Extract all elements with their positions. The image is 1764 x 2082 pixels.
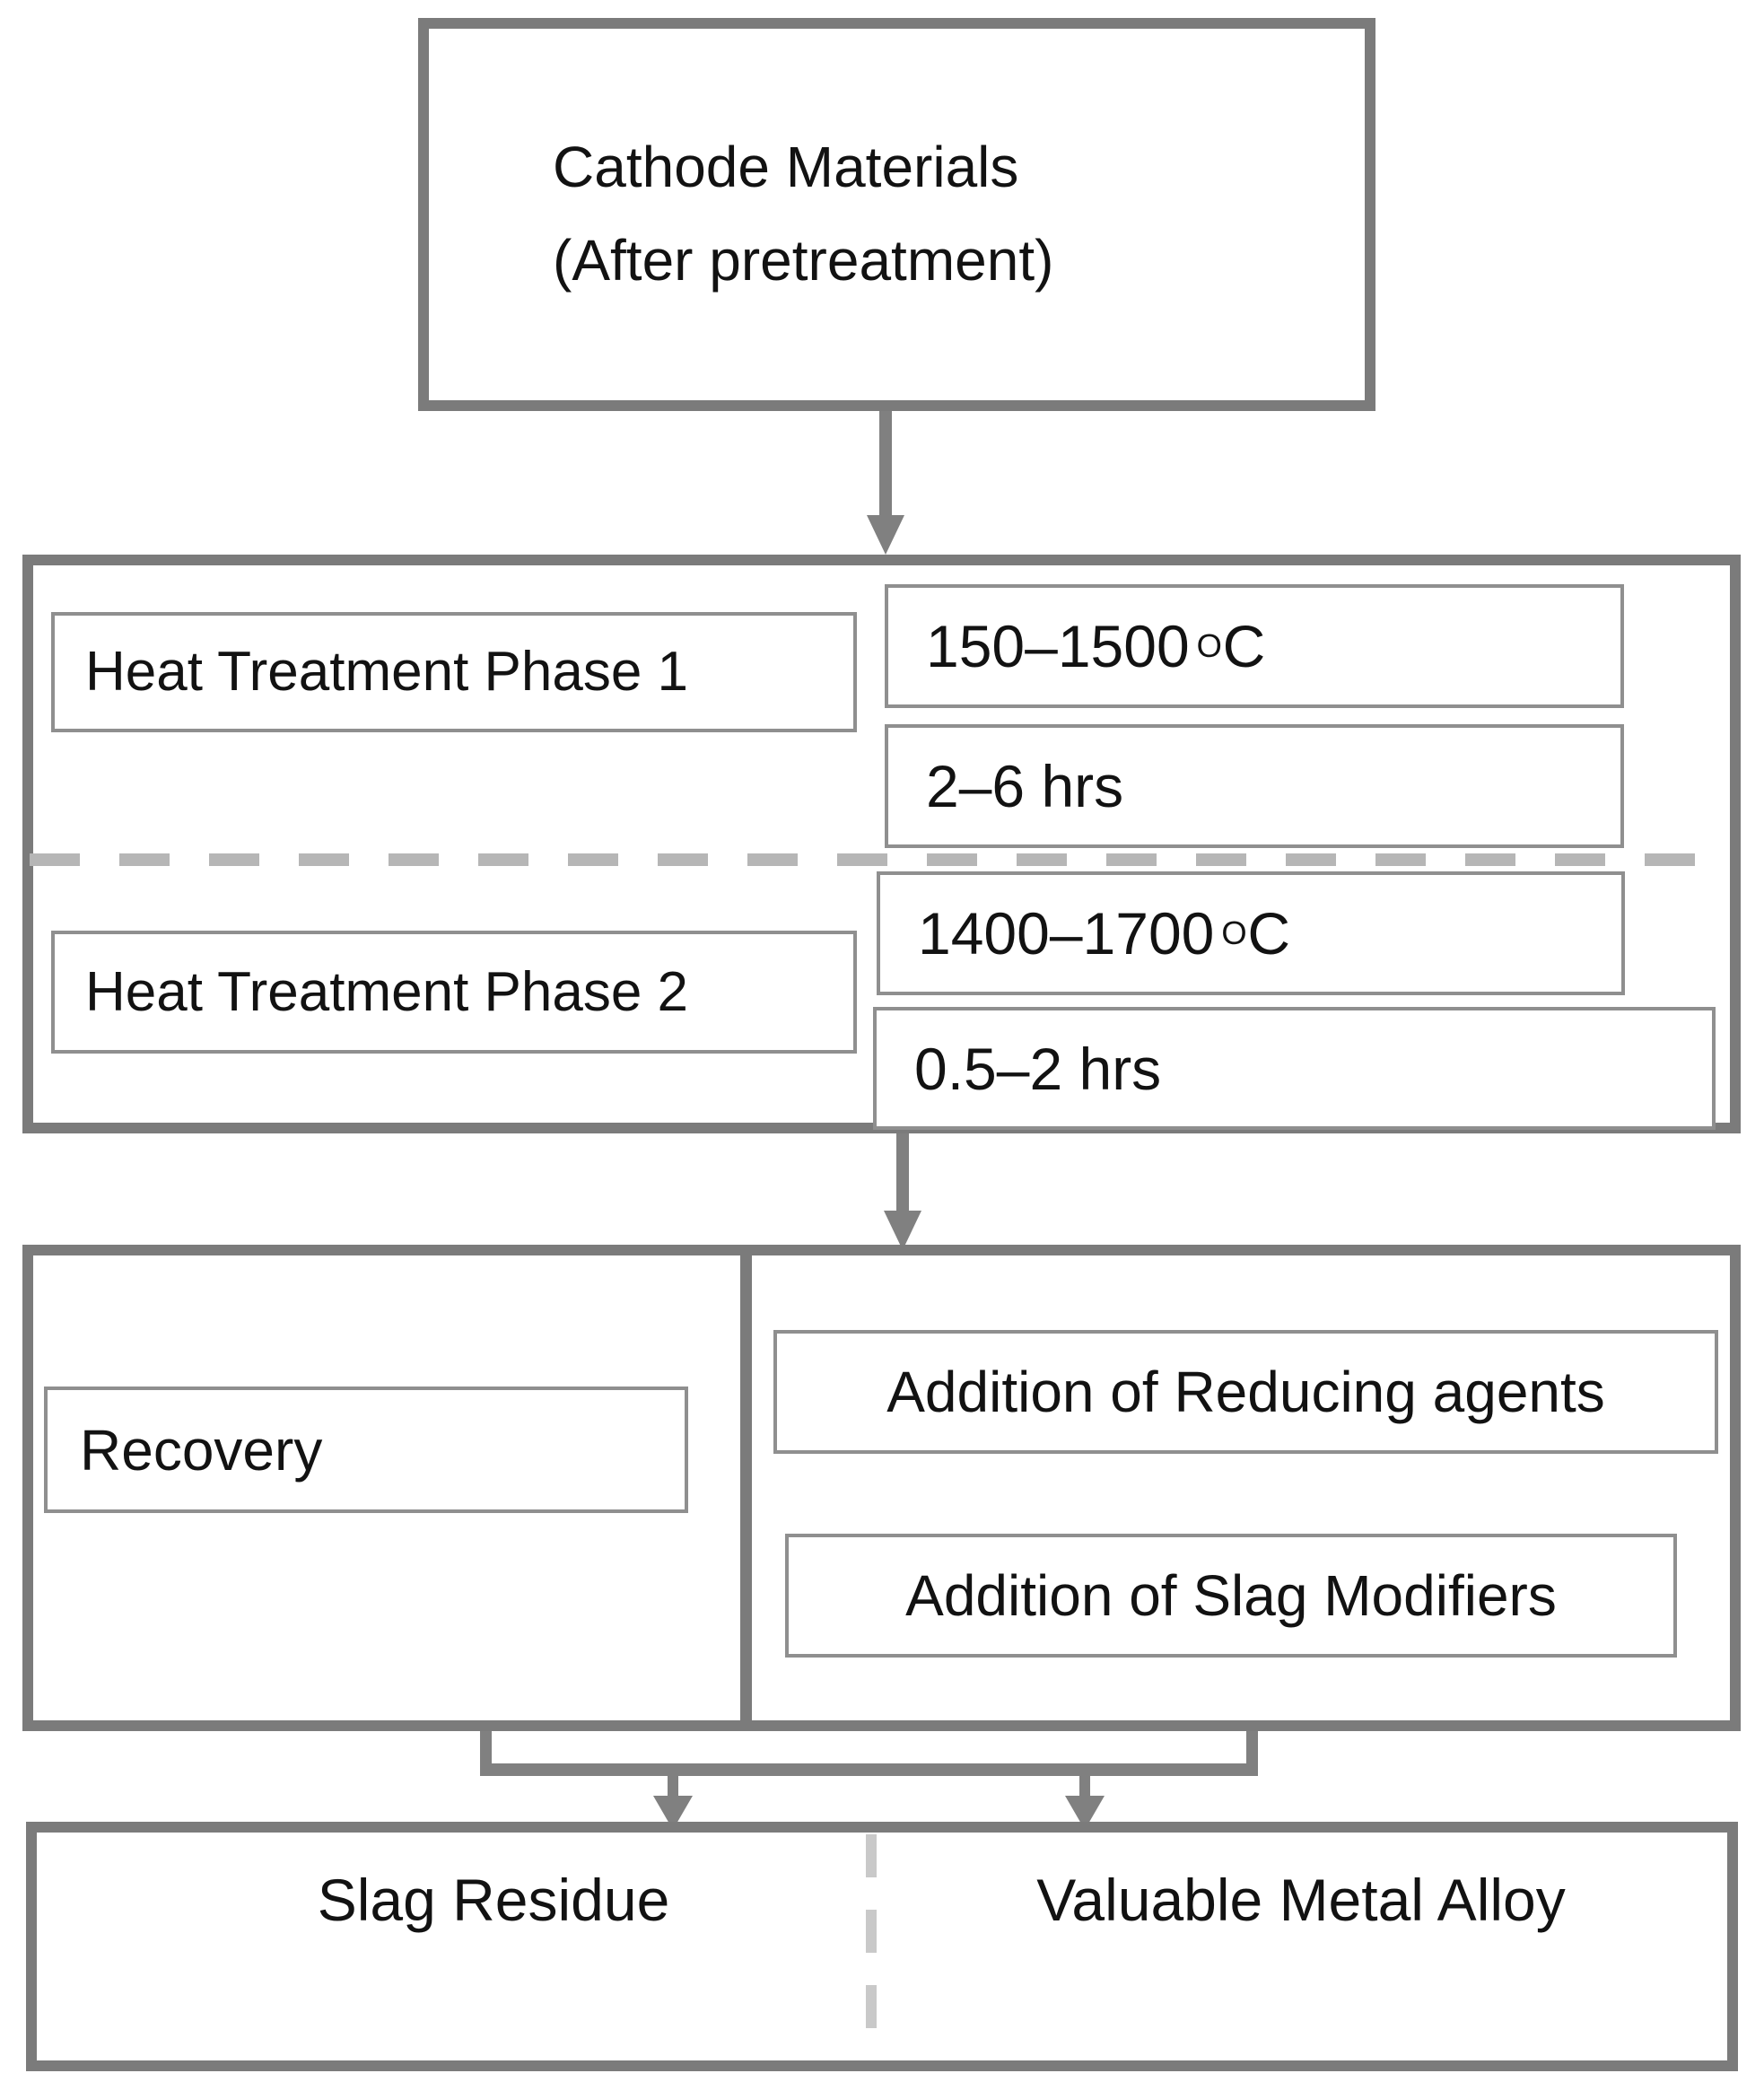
outputs-box bbox=[26, 1822, 1738, 2071]
reducing-agents-box: Addition of Reducing agents bbox=[773, 1330, 1718, 1454]
recovery-label-box: Recovery bbox=[44, 1387, 688, 1513]
bracket-left-stub bbox=[480, 1731, 492, 1767]
heat-phase1-label-box: Heat Treatment Phase 1 bbox=[51, 612, 857, 732]
slag-modifiers-box: Addition of Slag Modifiers bbox=[785, 1534, 1677, 1658]
cathode-materials-text: Cathode Materials (After pretreatment) bbox=[418, 18, 1375, 411]
heat-phase1-degree-sup: O bbox=[1196, 627, 1223, 664]
heat-phase1-temperature-range: 150–1500 bbox=[926, 613, 1190, 679]
arrow-heat-to-recovery-shaft bbox=[896, 1133, 909, 1212]
heat-phase2-duration-box: 0.5–2 hrs bbox=[873, 1007, 1716, 1130]
recovery-label: Recovery bbox=[80, 1417, 323, 1483]
heat-phase1-duration-box: 2–6 hrs bbox=[885, 724, 1624, 848]
arrow-to-slag-shaft bbox=[668, 1776, 678, 1798]
arrow-heat-to-recovery-head-icon bbox=[884, 1211, 921, 1250]
cathode-materials-line2: (After pretreatment) bbox=[553, 228, 1054, 293]
heat-phase1-temperature-unit: C bbox=[1222, 613, 1266, 679]
outputs-dashed-divider bbox=[866, 1834, 877, 2060]
heat-phase-dashed-divider bbox=[30, 853, 1733, 866]
arrow-cathode-to-heat-shaft bbox=[879, 411, 892, 519]
heat-phase2-duration: 0.5–2 hrs bbox=[914, 1035, 1162, 1102]
heat-phase2-temperature-unit: C bbox=[1247, 900, 1290, 967]
heat-phase2-label-box: Heat Treatment Phase 2 bbox=[51, 931, 857, 1054]
heat-phase1-label: Heat Treatment Phase 1 bbox=[85, 641, 689, 704]
reducing-agents-label: Addition of Reducing agents bbox=[886, 1360, 1605, 1424]
cathode-materials-line1: Cathode Materials bbox=[553, 135, 1019, 200]
heat-phase2-degree-sup: O bbox=[1221, 914, 1248, 951]
arrow-cathode-to-heat-head-icon bbox=[867, 515, 904, 555]
arrow-to-alloy-shaft bbox=[1079, 1776, 1090, 1798]
bracket-horizontal-bar bbox=[480, 1763, 1258, 1776]
recovery-panel-divider bbox=[740, 1252, 752, 1724]
heat-phase2-label: Heat Treatment Phase 2 bbox=[85, 960, 689, 1023]
bracket-right-stub bbox=[1246, 1731, 1258, 1767]
cathode-materials-box bbox=[418, 18, 1375, 411]
heat-phase2-temperature-range: 1400–1700 bbox=[918, 900, 1215, 967]
slag-modifiers-label: Addition of Slag Modifiers bbox=[905, 1563, 1557, 1628]
valuable-metal-alloy-label: Valuable Metal Alloy bbox=[1036, 1867, 1566, 1933]
heat-phase1-duration: 2–6 hrs bbox=[926, 753, 1124, 819]
slag-residue-label: Slag Residue bbox=[317, 1867, 670, 1933]
